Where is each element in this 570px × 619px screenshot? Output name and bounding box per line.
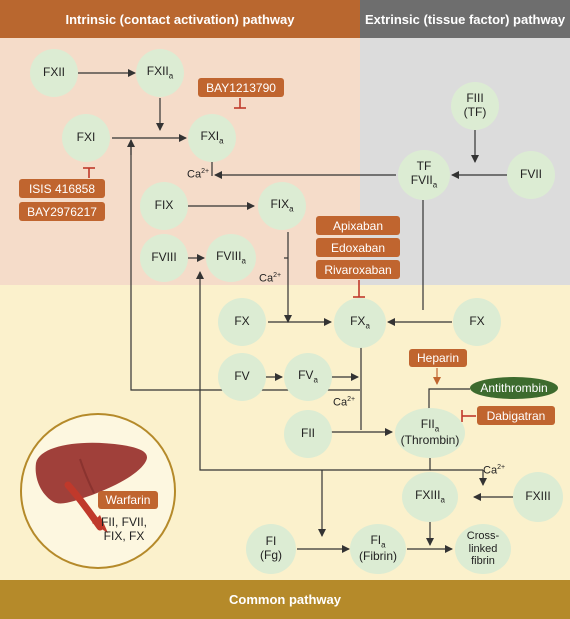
node-label: FVIII (216, 249, 242, 264)
extrinsic-header: Extrinsic (tissue factor) pathway (360, 0, 570, 38)
node-label: FXI (200, 129, 220, 144)
node-label-line1: TF (416, 159, 432, 174)
drug-warfarin: Warfarin (98, 491, 158, 509)
common-footer: Common pathway (0, 580, 570, 619)
node-label: FVII (410, 173, 433, 188)
node-subscript: a (381, 540, 386, 550)
node-tf-fviia: TF FVIIa (398, 150, 450, 200)
intrinsic-header: Intrinsic (contact activation) pathway (0, 0, 360, 38)
node-fix: FIX (140, 182, 188, 230)
node-subscript: a (434, 424, 440, 434)
node-fxa: FXa (334, 298, 386, 348)
node-fviii: FVIII (140, 234, 188, 282)
liver-icon (35, 442, 147, 533)
node-fviiia: FVIIIa (206, 234, 256, 282)
node-subscript: a (241, 256, 246, 266)
node-label: FV (298, 368, 314, 383)
node-fv: FV (218, 353, 266, 401)
node-fixa: FIXa (258, 182, 306, 230)
node-label: FX (350, 314, 366, 329)
node-label: FV (234, 369, 250, 384)
node-label-line2: (Fg) (260, 548, 282, 562)
node-label: FX (469, 314, 485, 329)
node-label: FIX (270, 197, 290, 212)
node-subscript: a (432, 180, 438, 190)
node-fva: FVa (284, 353, 332, 401)
drug-apixaban: Apixaban (316, 216, 400, 235)
liver-factors-line1: FII, FVII, (100, 515, 147, 529)
node-label-line1: FIII (466, 91, 484, 106)
node-label: FII (420, 417, 435, 432)
drug-dabigatran: Dabigatran (477, 406, 555, 425)
node-fia-fibrin: FIa (Fibrin) (350, 524, 406, 574)
node-subscript: a (313, 375, 318, 385)
liver-factors-line2: FIX, FX (103, 529, 145, 544)
node-fvii: FVII (507, 151, 555, 199)
node-label: FX (234, 314, 250, 329)
node-fiia-thrombin: FIIa (Thrombin) (395, 408, 465, 458)
node-label: FXII (146, 64, 169, 79)
node-label: FII (301, 426, 315, 441)
node-fxia: FXIa (188, 114, 236, 162)
node-label-line1: FI (265, 534, 277, 549)
liver-factors: FII, FVII, FIX, FX (84, 515, 164, 544)
drug-bay1213790: BAY1213790 (198, 78, 284, 97)
node-fii: FII (284, 410, 332, 458)
node-label: FI (370, 533, 382, 548)
node-fiii-tf: FIII (TF) (451, 82, 499, 130)
node-label: FXIII (415, 488, 441, 503)
node-subscript: a (168, 71, 174, 81)
node-label: FVIII (151, 250, 177, 265)
drug-bay2976217: BAY2976217 (19, 202, 105, 221)
node-subscript: a (440, 495, 445, 505)
calcium-label-2: Ca2+ (259, 272, 282, 285)
node-fi-fg: FI (Fg) (246, 524, 296, 574)
node-fxiiia: FXIIIa (402, 472, 458, 522)
node-fxii: FXII (30, 49, 78, 97)
node-crosslinked-fibrin: Cross- linked fibrin (455, 524, 511, 574)
calcium-label-3: Ca2+ (333, 396, 356, 409)
node-fx-left: FX (218, 298, 266, 346)
drug-isis-416858: ISIS 416858 (19, 179, 105, 198)
node-fxiia: FXIIa (136, 49, 184, 97)
node-label-line2: (Thrombin) (400, 432, 460, 447)
drug-rivaroxaban: Rivaroxaban (316, 260, 400, 279)
node-fx-right: FX (453, 298, 501, 346)
node-subscript: a (365, 321, 370, 331)
crosslinked-line1: Cross- (466, 530, 500, 543)
calcium-label-1: Ca2+ (187, 168, 210, 181)
crosslinked-line2: linked (468, 542, 498, 555)
node-label: FXII (42, 65, 65, 80)
node-subscript: a (289, 204, 294, 214)
drug-edoxaban: Edoxaban (316, 238, 400, 257)
node-label: FXI (76, 130, 96, 145)
drug-heparin: Heparin (409, 349, 467, 367)
drug-antithrombin: Antithrombin (470, 377, 558, 399)
node-label: FVII (519, 167, 542, 182)
calcium-label-4: Ca2+ (483, 464, 506, 477)
node-fxi: FXI (62, 114, 110, 162)
node-label-line2: (Fibrin) (359, 548, 397, 563)
node-subscript: a (219, 136, 224, 146)
node-label-line2: (TF) (463, 105, 487, 119)
liver-inset: Warfarin FII, FVII, FIX, FX (20, 413, 176, 569)
node-label: FIX (154, 198, 174, 213)
crosslinked-line3: fibrin (471, 555, 495, 568)
node-fxiii: FXIII (513, 472, 563, 522)
node-label: FXIII (525, 489, 551, 504)
